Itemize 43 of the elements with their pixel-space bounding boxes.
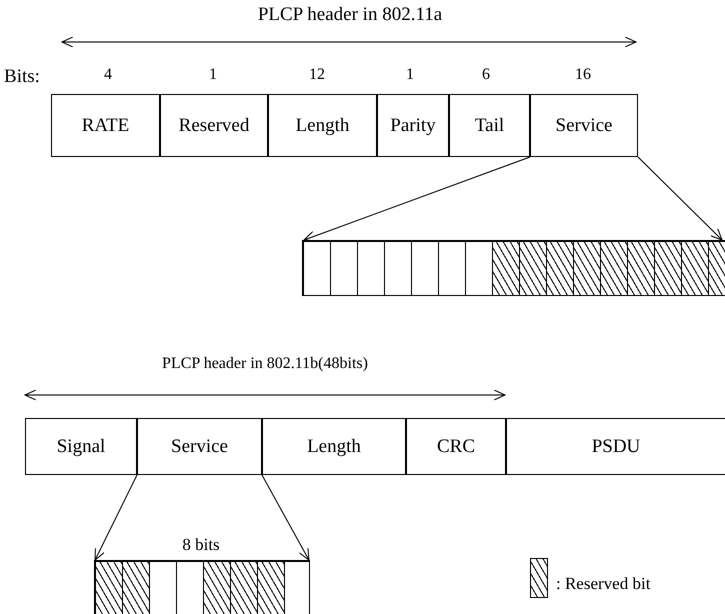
reserved-bit-cell xyxy=(492,241,520,295)
reserved-bit-cell xyxy=(708,241,725,295)
reserved-bit-cell xyxy=(627,241,655,295)
bit-cell xyxy=(303,241,331,295)
reserved-bit-cell xyxy=(257,561,285,614)
header-field: Service xyxy=(137,418,262,475)
header-field: Tail xyxy=(449,94,530,157)
header-field: Reserved xyxy=(160,94,268,157)
header-field: CRC xyxy=(406,418,506,475)
reserved-bit-cell xyxy=(230,561,258,614)
legend-label: : Reserved bit xyxy=(556,574,650,594)
reserved-bit-cell xyxy=(600,241,628,295)
reserved-bit-cell xyxy=(95,561,123,614)
bit-count: 1 xyxy=(209,66,217,84)
bit-count: 4 xyxy=(104,66,112,84)
reserved-bit-cell xyxy=(546,241,574,295)
reserved-bit-cell xyxy=(681,241,709,295)
bit-count: 16 xyxy=(575,66,591,84)
header-field: Signal xyxy=(25,418,137,475)
reserved-bit-cell xyxy=(203,561,231,614)
header-field: PSDU xyxy=(506,418,725,475)
bit-field-row xyxy=(302,240,725,296)
arrow xyxy=(262,474,310,560)
bit-count: 6 xyxy=(482,66,490,84)
bits-caption: Bits: xyxy=(4,66,40,88)
dimension-label: PLCP header in 802.11b(48bits) xyxy=(162,355,368,373)
reserved-bit-cell xyxy=(573,241,601,295)
bit-count: 1 xyxy=(406,66,414,84)
header-field: Parity xyxy=(377,94,449,157)
arrow xyxy=(304,156,530,242)
header-field: Length xyxy=(268,94,377,157)
header-field: RATE xyxy=(51,94,160,157)
arrow xyxy=(94,474,138,560)
dimension-label: PLCP header in 802.11a xyxy=(258,4,442,26)
reserved-bit-cell xyxy=(654,241,682,295)
bit-field-row xyxy=(94,560,310,614)
arrow xyxy=(638,156,723,240)
header-field: Service xyxy=(530,94,638,157)
header-field: Length xyxy=(262,418,406,475)
width-label: 8 bits xyxy=(182,535,220,555)
bit-count: 12 xyxy=(309,66,325,84)
reserved-bit-cell xyxy=(519,241,547,295)
reserved-bit-cell xyxy=(122,561,150,614)
